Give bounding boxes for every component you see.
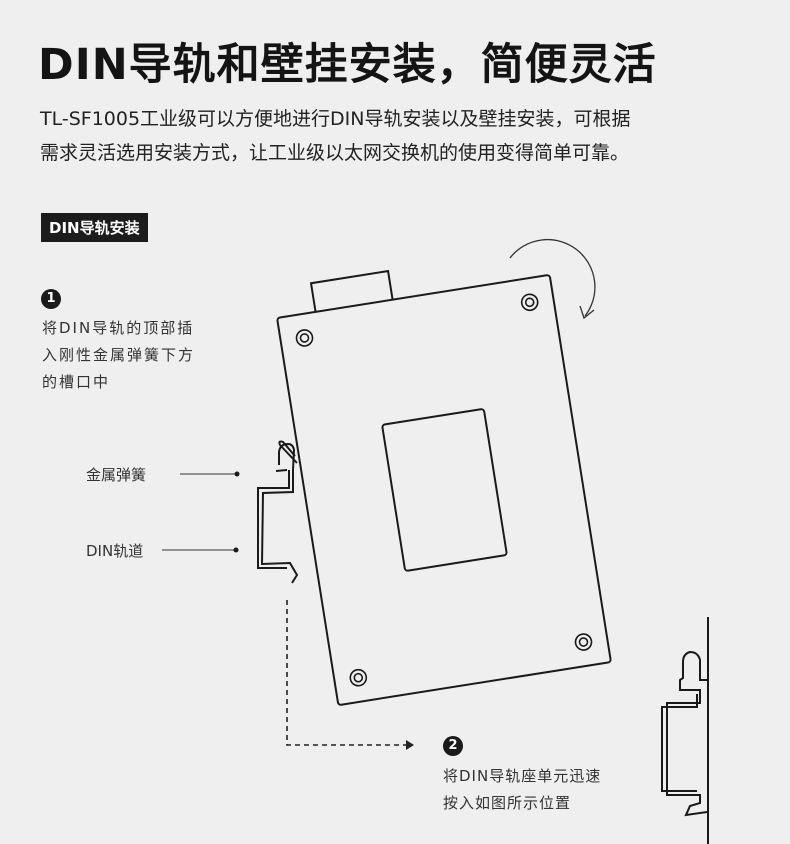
- section-tag: DIN导轨安装: [41, 213, 148, 242]
- step-2-text: 将DIN导轨座单元迅速 按入如图所示位置: [443, 763, 601, 817]
- device-body: [276, 274, 612, 706]
- device-panel: [381, 408, 508, 572]
- step-1-line: 的槽口中: [42, 373, 111, 391]
- step-2-line: 将DIN导轨座单元迅速: [443, 767, 602, 785]
- step-1-badge: 1: [41, 289, 61, 309]
- step-1-line: 入刚性金属弹簧下方: [42, 346, 196, 364]
- step-1-text: 将DIN导轨的顶部插 入刚性金属弹簧下方 的槽口中: [42, 315, 195, 396]
- spring-label: 金属弹簧: [86, 466, 147, 484]
- description-line-1: TL-SF1005工业级可以方便地进行DIN导轨安装以及壁挂安装，可根据: [40, 108, 631, 130]
- rail-label: DIN轨道: [86, 542, 144, 560]
- din-rail-right: [661, 650, 708, 817]
- page-title: DIN导轨和壁挂安装，简便灵活: [38, 40, 657, 90]
- step-2-badge: 2: [443, 736, 463, 756]
- switch-device: [276, 269, 612, 706]
- step-2-line: 按入如图所示位置: [443, 794, 572, 812]
- description-line-2: 需求灵活选用安装方式，让工业级以太网交换机的使用变得简单可靠。: [40, 142, 630, 164]
- step-1-line: 将DIN导轨的顶部插: [42, 319, 195, 337]
- dashed-arrow: [286, 600, 410, 746]
- din-rail-left: [257, 440, 299, 584]
- rotate-arrow-icon: [509, 239, 596, 317]
